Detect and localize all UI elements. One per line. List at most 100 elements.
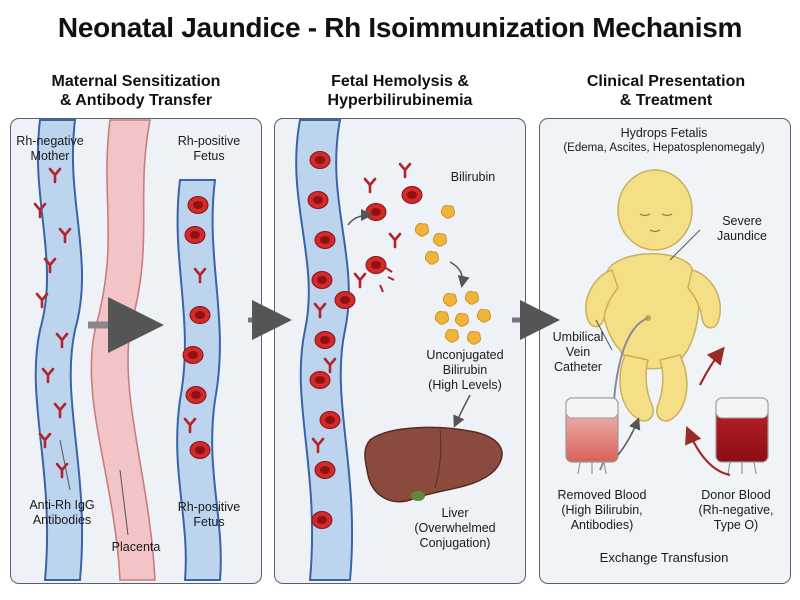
fetus-bottom-label-line1: Rh-positive: [177, 500, 241, 514]
main-title: Neonatal Jaundice - Rh Isoimmunization M…: [57, 12, 743, 43]
bilirubin-particle-icon: [414, 223, 429, 237]
exchange-transfusion-label: Exchange Transfusion: [599, 550, 729, 565]
bilirubin-label: Bilirubin: [450, 170, 496, 184]
removed-label-line2: (High Bilirubin,: [561, 503, 643, 517]
donor-blood-label: Donor Blood (Rh-negative, Type O): [684, 488, 788, 533]
removed-blood-label: Removed Blood (High Bilirubin, Antibodie…: [544, 488, 660, 533]
red-blood-cell-icon: [401, 186, 423, 204]
fetus-bottom-label-line2: Fetus: [193, 515, 225, 529]
panel-2-title-line1: Fetal Hemolysis &: [331, 73, 469, 90]
hemolysis-cells: [334, 162, 423, 309]
cell-fragments: [379, 267, 395, 293]
bilirubin-arrow-icon: [449, 261, 470, 288]
catheter-label-line1: Umbilical: [552, 330, 604, 344]
bilirubin-particle-icon: [476, 309, 491, 323]
mother-label-line1: Rh-negative: [16, 134, 84, 148]
hydrops-label-line1: Hydrops Fetalis: [620, 126, 708, 140]
liver-label-line2: (Overwhelmed: [414, 521, 496, 535]
donor-arrow-icon: [699, 346, 725, 386]
antibody-icon: [398, 162, 412, 179]
red-blood-cell-icon: [184, 226, 206, 244]
maternal-vessel: [34, 119, 84, 581]
bilirubin-particle-icon: [444, 329, 459, 343]
antibody-icon: [388, 232, 402, 249]
liver-label: Liver (Overwhelmed Conjugation): [400, 506, 510, 551]
red-blood-cell-icon: [365, 256, 387, 274]
bilirubin-particle-icon: [442, 293, 457, 307]
bilirubin-particle-icon: [440, 205, 455, 219]
fetus-top-label: Rh-positive Fetus: [164, 134, 254, 164]
jaundice-label-line2: Jaundice: [716, 229, 768, 243]
bilirubin-particle-icon: [454, 313, 469, 327]
red-blood-cell-icon: [314, 461, 336, 479]
jaundice-label-line1: Severe: [722, 214, 762, 228]
fetal-vessel-hemolysis: [295, 119, 354, 581]
removed-blood-bag-icon: [565, 397, 619, 475]
hemolysis-arrow-icon: [347, 209, 373, 226]
jaundice-label: Severe Jaundice: [702, 214, 782, 244]
panel-3-title-line2: & Treatment: [619, 92, 713, 109]
red-blood-cell-icon: [334, 291, 356, 309]
red-blood-cell-icon: [309, 151, 331, 169]
liver-arrow-icon: [453, 394, 471, 428]
antibodies-label: Anti-Rh IgG Antibodies: [12, 498, 112, 528]
unconj-label-line2: Bilirubin: [442, 363, 488, 377]
bilirubin-particle-icon: [466, 331, 481, 345]
fetus-top-label-line1: Rh-positive: [177, 134, 241, 148]
red-blood-cell-icon: [307, 191, 329, 209]
red-blood-cell-icon: [189, 441, 211, 459]
donor-label-line3: Type O): [713, 518, 759, 532]
mother-label: Rh-negative Mother: [10, 134, 90, 164]
antibody-icon: [363, 177, 377, 194]
panel-2-title-line2: Hyperbilirubinemia: [327, 92, 473, 109]
red-blood-cell-icon: [185, 386, 207, 404]
bilirubin-particles: [414, 205, 491, 345]
hydrops-label: Hydrops Fetalis (Edema, Ascites, Hepatos…: [541, 126, 787, 156]
unconj-label-line3: (High Levels): [428, 378, 502, 392]
unconj-label-line1: Unconjugated: [426, 348, 504, 362]
catheter-leader-line: [595, 319, 613, 351]
catheter-label-line3: Catheter: [554, 360, 602, 374]
exchange-arrow-icon: [685, 425, 731, 477]
bilirubin-particle-icon: [424, 251, 439, 265]
donor-label-line1: Donor Blood: [701, 488, 771, 502]
fetus-bottom-label: Rh-positive Fetus: [164, 500, 254, 530]
liver-icon: [364, 426, 503, 503]
unconjugated-bilirubin-label: Unconjugated Bilirubin (High Levels): [410, 348, 520, 393]
panel-2-title: Fetal Hemolysis & Hyperbilirubinemia: [274, 72, 526, 110]
panel-1-title: Maternal Sensitization & Antibody Transf…: [10, 72, 262, 110]
red-blood-cell-icon: [319, 411, 341, 429]
removed-label-line3: Antibodies): [570, 518, 634, 532]
hydrops-label-line2: (Edema, Ascites, Hepatosplenomegaly): [563, 142, 765, 154]
placenta-label: Placenta: [111, 540, 161, 554]
panel-3-title: Clinical Presentation & Treatment: [540, 72, 792, 110]
placenta-leader-line: [119, 469, 129, 536]
fetal-vessel: [176, 179, 222, 581]
liver-label-line3: Conjugation): [419, 536, 491, 550]
antibodies-label-line1: Anti-Rh IgG: [29, 498, 95, 512]
red-blood-cell-icon: [311, 271, 333, 289]
antibody-leader-line: [59, 439, 71, 491]
jaundice-leader-line: [669, 229, 701, 261]
red-blood-cell-icon: [182, 346, 204, 364]
panel-3-title-line1: Clinical Presentation: [586, 73, 746, 90]
donor-label-line2: (Rh-negative,: [698, 503, 774, 517]
red-blood-cell-icon: [187, 196, 209, 214]
red-blood-cell-icon: [189, 306, 211, 324]
panel-1-title-line1: Maternal Sensitization: [51, 73, 221, 90]
donor-blood-bag-icon: [715, 397, 769, 475]
removed-label-line1: Removed Blood: [557, 488, 647, 502]
red-blood-cell-icon: [314, 231, 336, 249]
antibody-icon: [353, 272, 367, 289]
baby-icon: [585, 169, 721, 422]
liver-label-line1: Liver: [441, 506, 469, 520]
catheter-label-line2: Vein: [565, 345, 591, 359]
removal-arrow-icon: [617, 417, 641, 456]
bilirubin-particle-icon: [464, 291, 479, 305]
panel-1-title-line2: & Antibody Transfer: [59, 92, 213, 109]
red-blood-cell-icon: [311, 511, 333, 529]
bilirubin-particle-icon: [434, 311, 449, 325]
fetus-top-label-line2: Fetus: [193, 149, 225, 163]
